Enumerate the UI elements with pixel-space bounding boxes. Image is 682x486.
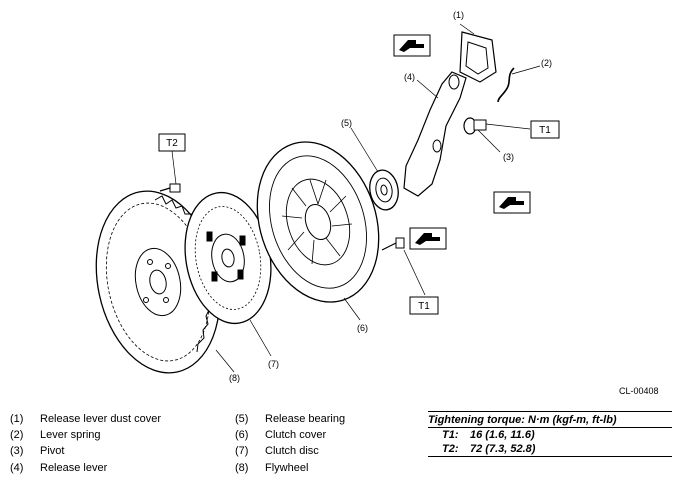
- cover-bolt: [381, 237, 405, 251]
- torque-box-t2-label: T2: [166, 138, 178, 149]
- callout-5: (5): [341, 118, 352, 128]
- legend-item: (7)Clutch disc: [235, 445, 319, 458]
- callout-2: (2): [541, 58, 552, 68]
- clutch-disc: [184, 191, 272, 325]
- clutch-cover: [256, 141, 380, 303]
- legend-item: (3)Pivot: [10, 445, 65, 458]
- callout-7: (7): [268, 359, 279, 369]
- legend-item: (8)Flywheel: [235, 461, 309, 474]
- torque-table-header: Tightening torque: N·m (kgf-m, ft-lb): [428, 411, 672, 428]
- figure-code: CL-00408: [619, 386, 659, 396]
- grease-icon: [393, 34, 431, 57]
- torque-box-t1-bottom-label: T1: [418, 301, 430, 312]
- grease-icon: [409, 227, 447, 250]
- callout-1: (1): [453, 10, 464, 20]
- legend-item: (6)Clutch cover: [235, 429, 327, 442]
- torque-table: Tightening torque: N·m (kgf-m, ft-lb) T1…: [428, 411, 672, 457]
- torque-box-t1-bottom: T1: [409, 296, 439, 315]
- lever-spring: [497, 67, 515, 103]
- pivot: [463, 117, 487, 135]
- torque-row-t1: T1:16 (1.6, 11.6): [442, 429, 535, 441]
- legend-column-left: (1)Release lever dust cover (2)Lever spr…: [10, 411, 161, 476]
- callout-4: (4): [404, 72, 415, 82]
- legend-column-middle: (5)Release bearing (6)Clutch cover (7)Cl…: [235, 411, 345, 476]
- grease-icon: [493, 191, 531, 214]
- leader-lines: [171, 23, 541, 373]
- torque-box-t1-top: T1: [530, 120, 560, 139]
- torque-box-t1-top-label: T1: [539, 125, 551, 136]
- legend-item: (1)Release lever dust cover: [10, 413, 162, 425]
- legend-item: (5)Release bearing: [235, 413, 346, 425]
- legend-item: (4)Release lever: [10, 461, 108, 474]
- release-lever-dust-cover: [459, 31, 497, 83]
- torque-row-t2: T2:72 (7.3, 52.8): [428, 442, 672, 457]
- release-bearing: [369, 169, 399, 211]
- release-lever: [403, 71, 467, 197]
- callout-6: (6): [357, 323, 368, 333]
- legend-item: (2)Lever spring: [10, 429, 101, 442]
- callout-3: (3): [503, 152, 514, 162]
- flywheel-bolt: [159, 183, 181, 193]
- callout-8: (8): [229, 373, 240, 383]
- torque-box-t2: T2: [158, 133, 186, 152]
